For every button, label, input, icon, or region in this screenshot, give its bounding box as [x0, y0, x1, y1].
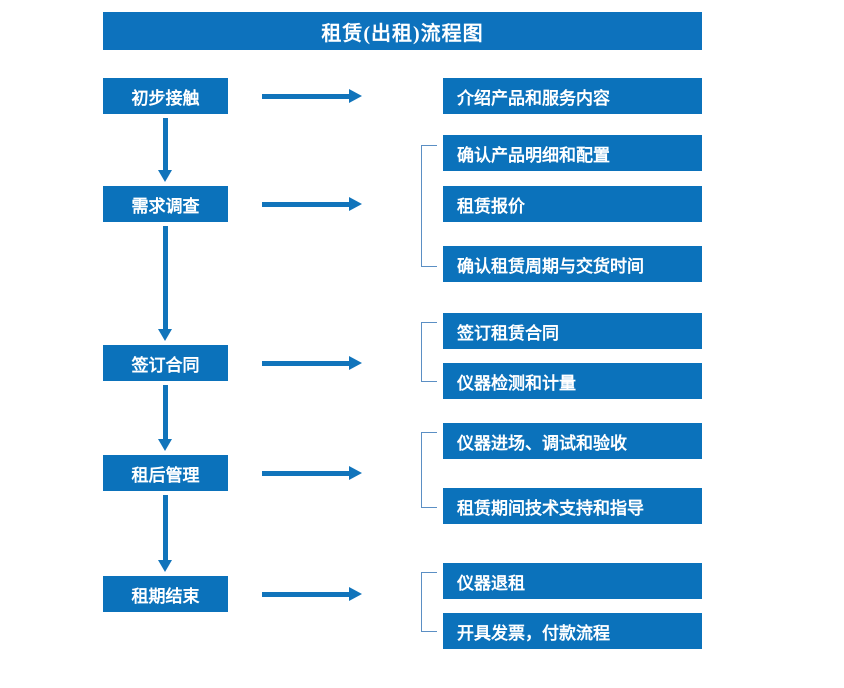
stage-box-3[interactable]: 签订合同 [103, 345, 228, 381]
detail-box-10[interactable]: 开具发票，付款流程 [443, 613, 702, 649]
detail-box-4[interactable]: 确认租赁周期与交货时间 [443, 246, 702, 282]
branch-arrow-5 [262, 587, 362, 601]
stage-box-1[interactable]: 初步接触 [103, 78, 228, 114]
branch-arrow-2 [262, 197, 362, 211]
stage-box-5[interactable]: 租期结束 [103, 576, 228, 612]
branch-arrow-4 [262, 466, 362, 480]
detail-box-3[interactable]: 租赁报价 [443, 186, 702, 222]
bracket-group-2 [421, 145, 437, 267]
stage-box-4[interactable]: 租后管理 [103, 455, 228, 491]
detail-box-6[interactable]: 仪器检测和计量 [443, 363, 702, 399]
detail-box-7[interactable]: 仪器进场、调试和验收 [443, 423, 702, 459]
bracket-group-4 [421, 432, 437, 508]
flow-arrow-down-3 [158, 385, 173, 451]
flow-arrow-down-1 [158, 118, 173, 182]
bracket-group-3 [421, 322, 437, 382]
detail-box-5[interactable]: 签订租赁合同 [443, 313, 702, 349]
flow-arrow-down-2 [158, 226, 173, 341]
page-title: 租赁(出租)流程图 [103, 12, 702, 50]
bracket-group-5 [421, 572, 437, 632]
detail-box-1[interactable]: 介绍产品和服务内容 [443, 78, 702, 114]
stage-box-2[interactable]: 需求调查 [103, 186, 228, 222]
branch-arrow-3 [262, 356, 362, 370]
detail-box-2[interactable]: 确认产品明细和配置 [443, 135, 702, 171]
branch-arrow-1 [262, 89, 362, 103]
detail-box-9[interactable]: 仪器退租 [443, 563, 702, 599]
detail-box-8[interactable]: 租赁期间技术支持和指导 [443, 488, 702, 524]
flow-arrow-down-4 [158, 495, 173, 572]
